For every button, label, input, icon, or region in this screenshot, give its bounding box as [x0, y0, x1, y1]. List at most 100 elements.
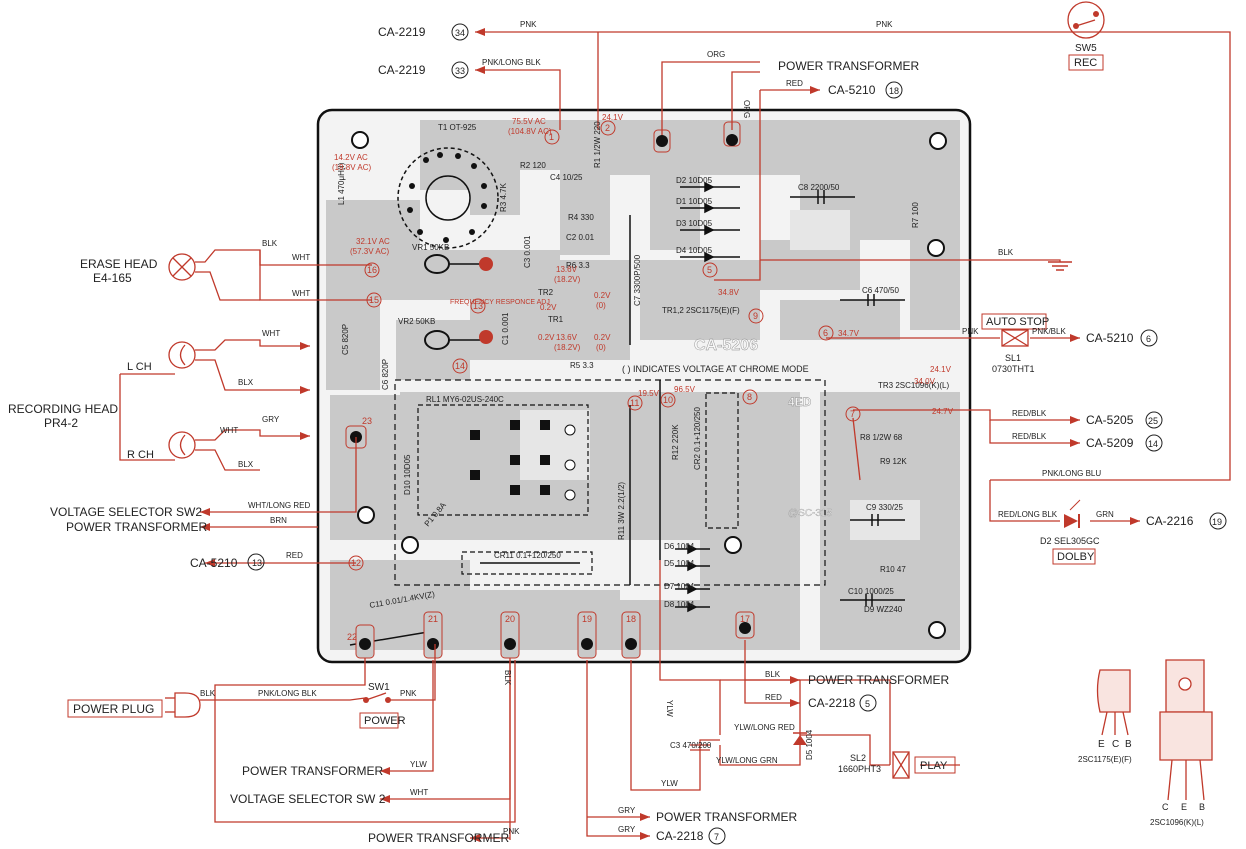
right-labels: CA-5210 6 CA-5205 25 CA-5209 14 CA-2216 …: [1086, 329, 1227, 530]
label-l-ch: L CH: [127, 361, 152, 373]
diagram-label: 19: [1212, 517, 1222, 527]
label-sw5: SW5: [1075, 43, 1097, 54]
diagram-label: TR1: [548, 315, 564, 324]
copper-traces: [326, 120, 960, 650]
label-dolby: DOLBY: [1057, 551, 1095, 563]
label-voltage-selector: VOLTAGE SELECTOR SW2: [50, 505, 202, 519]
terminal-19: 19: [582, 614, 592, 624]
power-plug-icon: [165, 692, 201, 718]
diagram-label: D5 1004: [664, 559, 695, 568]
diagram-label: RED: [786, 79, 803, 88]
diagram-label: D8 1004: [664, 600, 695, 609]
diagram-label: WHT: [292, 289, 310, 298]
diagram-label: 7: [714, 832, 719, 842]
diagram-label: (0): [596, 301, 606, 310]
diagram-label: C3 470/200: [670, 741, 712, 750]
diagram-label: BLK: [998, 248, 1014, 257]
diagram-label: GRY: [618, 825, 636, 834]
diagram-label: 33: [455, 66, 465, 76]
destination-labels: CA-2219 34 CA-2219 33 POWER TRANSFORMER …: [378, 23, 919, 99]
label-pin-e: E: [1098, 739, 1105, 750]
mounting-hole: [401, 536, 419, 554]
left-labels: ERASE HEAD E4-165 L CH R CH RECORDING HE…: [8, 257, 265, 571]
diagram-label: 34: [455, 28, 465, 38]
terminal-6: 6: [823, 328, 828, 338]
label-ca5209-14: CA-5209: [1086, 436, 1134, 450]
diagram-label: 0.2V: [538, 333, 555, 342]
label-rec-head-part: PR4-2: [44, 416, 78, 430]
diagram-label: PNK: [520, 20, 537, 29]
diagram-label: D4 10D05: [676, 246, 713, 255]
label-sw1: SW1: [368, 682, 390, 693]
label-d2-led: D2 SEL305GC: [1040, 536, 1100, 546]
terminal-17: 17: [740, 614, 750, 624]
terminal-18: 18: [626, 614, 636, 624]
diagram-label: 96.5V: [674, 385, 696, 394]
label-ca5205-25: CA-5205: [1086, 413, 1134, 427]
diagram-label: WHT: [262, 329, 280, 338]
diagram-label: 32.1V AC: [356, 237, 390, 246]
transistor-small-icon: [1096, 669, 1131, 736]
d5-diode-icon: [793, 732, 807, 745]
diagram-label: 14.2V AC: [334, 153, 368, 162]
terminal-1: 1: [549, 132, 554, 142]
diagram-label: WHT: [220, 426, 238, 435]
diagram-label: PNK/LONG BLU: [1042, 469, 1101, 478]
rec-head-r-icon: [168, 431, 196, 459]
diagram-label: BLX: [238, 378, 254, 387]
diagram-label: R9 12K: [880, 457, 907, 466]
diagram-label: 24.1V: [930, 365, 952, 374]
label-ca5210-13: CA-5210: [190, 556, 238, 570]
diagram-label: TR3 2SC1096(K)(L): [878, 381, 949, 390]
diagram-label: D1 10D05: [676, 197, 713, 206]
diagram-label: PNK: [962, 327, 979, 336]
label-ca2219-33: CA-2219: [378, 63, 426, 77]
diagram-label: WHT: [410, 788, 428, 797]
terminal-16: 16: [367, 265, 377, 275]
diagram-label: C5 820P: [341, 324, 350, 355]
label-sl2: SL2: [850, 753, 866, 763]
diagram-label: R10 47: [880, 565, 906, 574]
label-sl1-part: 0730THT1: [992, 364, 1035, 374]
transformer-t1: [397, 147, 499, 249]
diagram-label: R6 3.3: [566, 261, 590, 270]
diagram-label: ORG: [742, 100, 751, 118]
diagram-label: D6 1004: [664, 542, 695, 551]
diagram-label: GRY: [262, 415, 280, 424]
diagram-label: BRN: [270, 516, 287, 525]
diagram-label: R11 3W 2.2(1/2): [617, 482, 626, 540]
diagram-label: BLK: [262, 239, 278, 248]
dashed-subcircuit: [394, 379, 826, 586]
diagram-label: 13.6V: [556, 333, 578, 342]
diagram-label: R1 1/2W 220: [593, 121, 602, 168]
label-pin-e2: E: [1181, 802, 1187, 812]
label-pin-b: B: [1125, 739, 1132, 750]
label-tr-power: 2SC1096(K)(L): [1150, 818, 1204, 827]
label-power-transformer-gry: POWER TRANSFORMER: [656, 810, 797, 824]
diagram-label: PNK/LONG BLK: [258, 689, 317, 698]
diagram-label: 13: [252, 558, 262, 568]
label-auto-stop: AUTO STOP: [986, 316, 1049, 328]
mounting-hole: [927, 239, 945, 257]
diagram-label: (0): [596, 343, 606, 352]
diagram-label: R5 3.3: [570, 361, 594, 370]
diagram-label: GRY: [618, 806, 636, 815]
board-name: CA-5206: [694, 337, 758, 354]
diagram-label: RED/LONG BLK: [998, 510, 1058, 519]
relay-pads: [470, 420, 576, 501]
vr2-pot: [424, 330, 493, 350]
diagram-label: 75.5V AC: [512, 117, 546, 126]
label-ca5210-6: CA-5210: [1086, 331, 1134, 345]
diagram-label: 5: [865, 699, 870, 709]
mounting-hole: [724, 536, 742, 554]
diagram-label: 14: [1148, 439, 1158, 449]
label-power-transformer-left: POWER TRANSFORMER: [66, 520, 207, 534]
terminal-22: 22: [347, 632, 357, 642]
diagram-label: BLK: [765, 670, 781, 679]
label-tr-small: 2SC1175(E)(F): [1078, 755, 1132, 764]
rec-head-l-icon: [168, 341, 196, 369]
label-power-plug: POWER PLUG: [73, 702, 154, 716]
external-wiring: [119, 31, 1231, 840]
diagram-label: YLW: [661, 779, 678, 788]
